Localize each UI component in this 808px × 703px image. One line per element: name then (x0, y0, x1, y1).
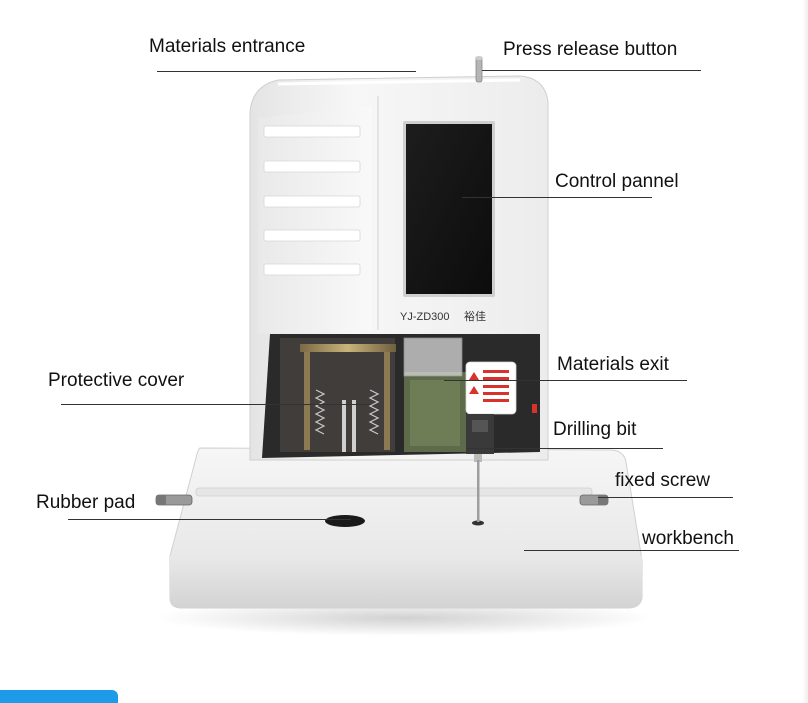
label-materials-exit: Materials exit (557, 354, 669, 375)
callout-line-materials-exit (444, 380, 687, 381)
callout-line-press-release-button (482, 70, 701, 71)
callout-line-drilling-bit (467, 448, 663, 449)
label-workbench: workbench (642, 528, 734, 549)
label-control-pannel: Control pannel (555, 171, 679, 192)
callout-line-materials-entrance (157, 71, 416, 72)
label-materials-entrance: Materials entrance (149, 36, 306, 57)
label-fixed-screw: fixed screw (615, 470, 711, 491)
blue-tab-decoration (0, 690, 118, 703)
model-text: YJ-ZD300 (400, 311, 450, 323)
callout-line-control-pannel (462, 197, 652, 198)
callout-line-workbench (524, 550, 739, 551)
brand-text: 裕佳 (464, 309, 486, 323)
press-release-rod (475, 56, 483, 83)
callout-line-rubber-pad (68, 519, 351, 520)
label-drilling-bit: Drilling bit (553, 419, 637, 440)
drilling-bit-rod (477, 460, 480, 522)
workbench-base (169, 447, 643, 609)
label-press-release-button: Press release button (503, 39, 678, 60)
callout-line-protective-cover (61, 404, 371, 405)
label-rubber-pad: Rubber pad (36, 492, 136, 513)
fixed-screw-left (155, 494, 193, 506)
callout-line-fixed-screw (598, 497, 733, 498)
label-protective-cover: Protective cover (48, 370, 185, 391)
right-edge-shadow (802, 0, 808, 703)
mechanism-cavity (262, 334, 540, 462)
control-panel-screen (403, 121, 495, 297)
